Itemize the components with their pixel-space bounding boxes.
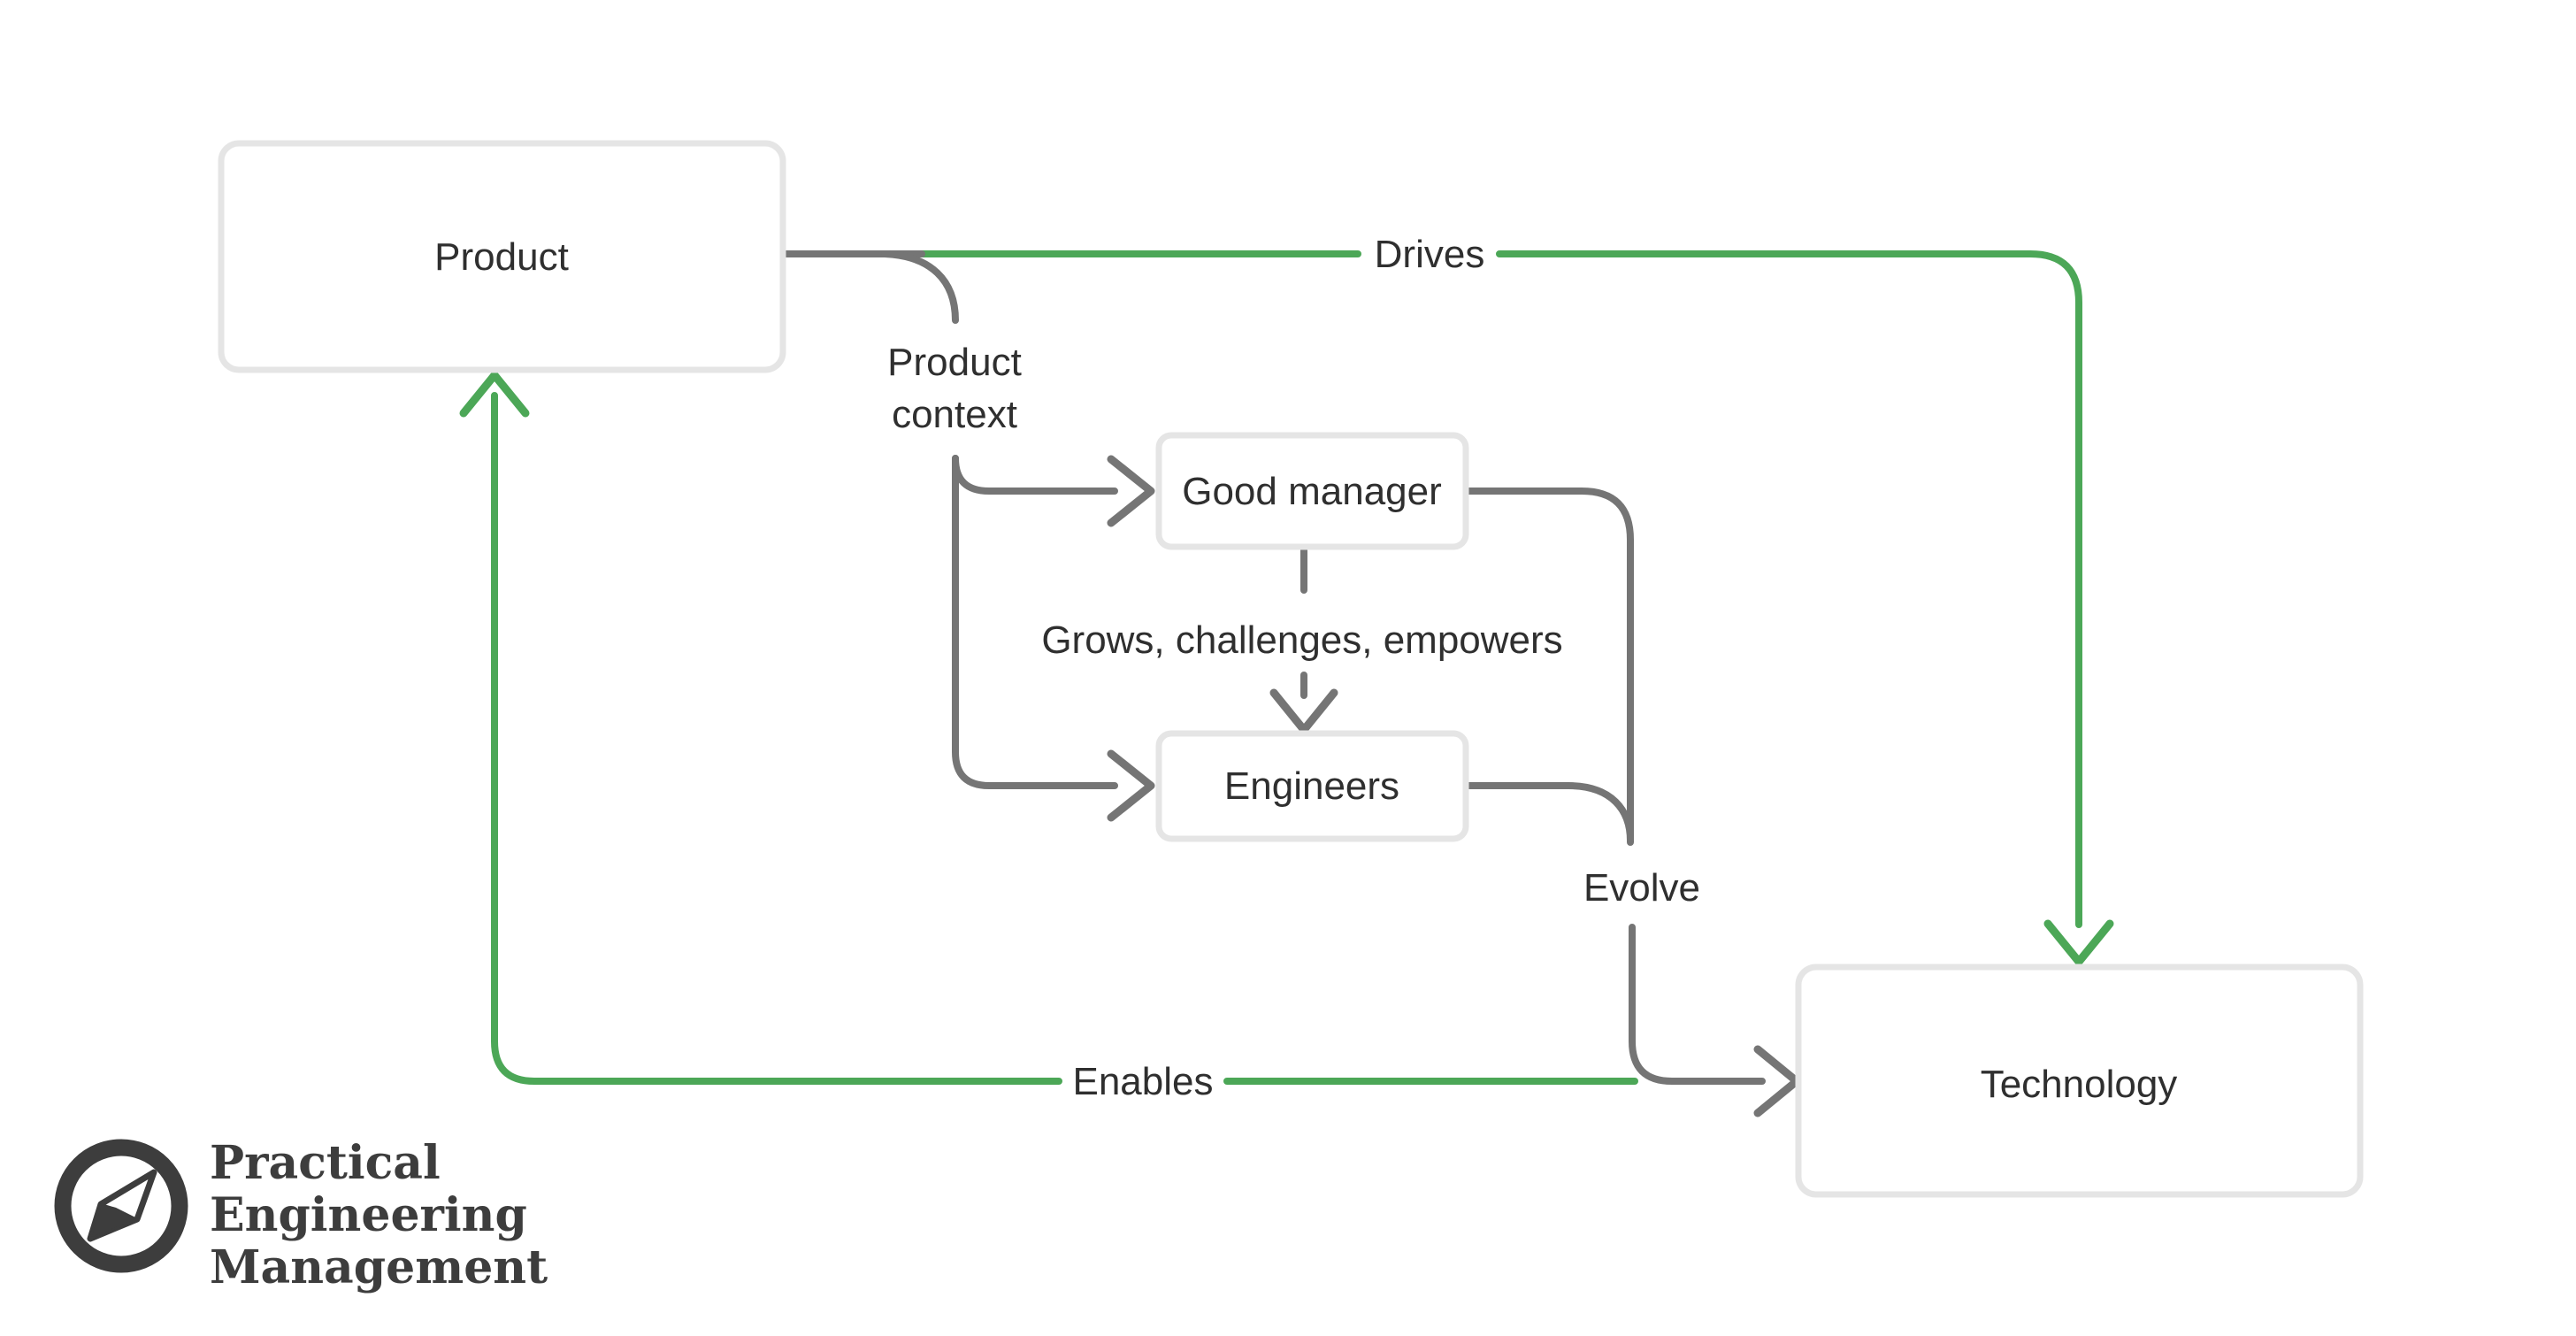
edge-evolve-label: Evolve xyxy=(1583,866,1700,910)
node-good-manager-box xyxy=(1155,432,1469,550)
edge-product-context-label-line2: context xyxy=(892,393,1017,436)
compass-ring xyxy=(54,1139,188,1273)
edge-grows-label: Grows, challenges, empowers xyxy=(1041,618,1562,662)
node-engineers-label: Engineers xyxy=(1224,764,1399,808)
edge-evolve-to-technology xyxy=(1629,924,1766,1085)
compass-needle-south xyxy=(89,1203,138,1240)
edge-drives-label: Drives xyxy=(1375,233,1485,276)
edge-drives-line-right xyxy=(1496,250,2082,928)
logo-text-line2: Engineering xyxy=(210,1188,527,1242)
node-good-manager-label: Good manager xyxy=(1182,470,1442,513)
edge-good-manager-evolve-loop xyxy=(1462,488,1634,846)
node-product-label: Product xyxy=(434,235,569,279)
edge-context-to-good-manager xyxy=(952,455,1118,495)
edge-product-context-label-line1: Product xyxy=(887,341,1022,384)
edge-product-context-curve xyxy=(881,250,959,324)
edge-enables-label: Enables xyxy=(1072,1060,1213,1103)
edge-engineers-evolve-loop xyxy=(1462,782,1634,844)
logo-text-line3: Management xyxy=(210,1240,548,1294)
compass-icon xyxy=(54,1139,188,1273)
node-engineers-box xyxy=(1155,730,1469,842)
edge-context-to-engineers xyxy=(952,455,1118,789)
logo-text-line1: Practical xyxy=(210,1136,441,1190)
node-technology-box xyxy=(1795,964,2364,1198)
edge-enables-line-left xyxy=(491,392,1062,1085)
edge-good-manager-arrowhead xyxy=(1107,455,1155,527)
node-product-box xyxy=(218,140,786,373)
node-technology-label: Technology xyxy=(1981,1063,2178,1106)
edge-enables-arrowhead xyxy=(459,371,530,418)
edge-engineers-arrowhead xyxy=(1107,749,1155,822)
edge-drives-arrowhead xyxy=(2043,919,2114,966)
logo: Practical Engineering Management xyxy=(54,1136,548,1294)
edge-grows-arrowhead xyxy=(1269,688,1338,734)
